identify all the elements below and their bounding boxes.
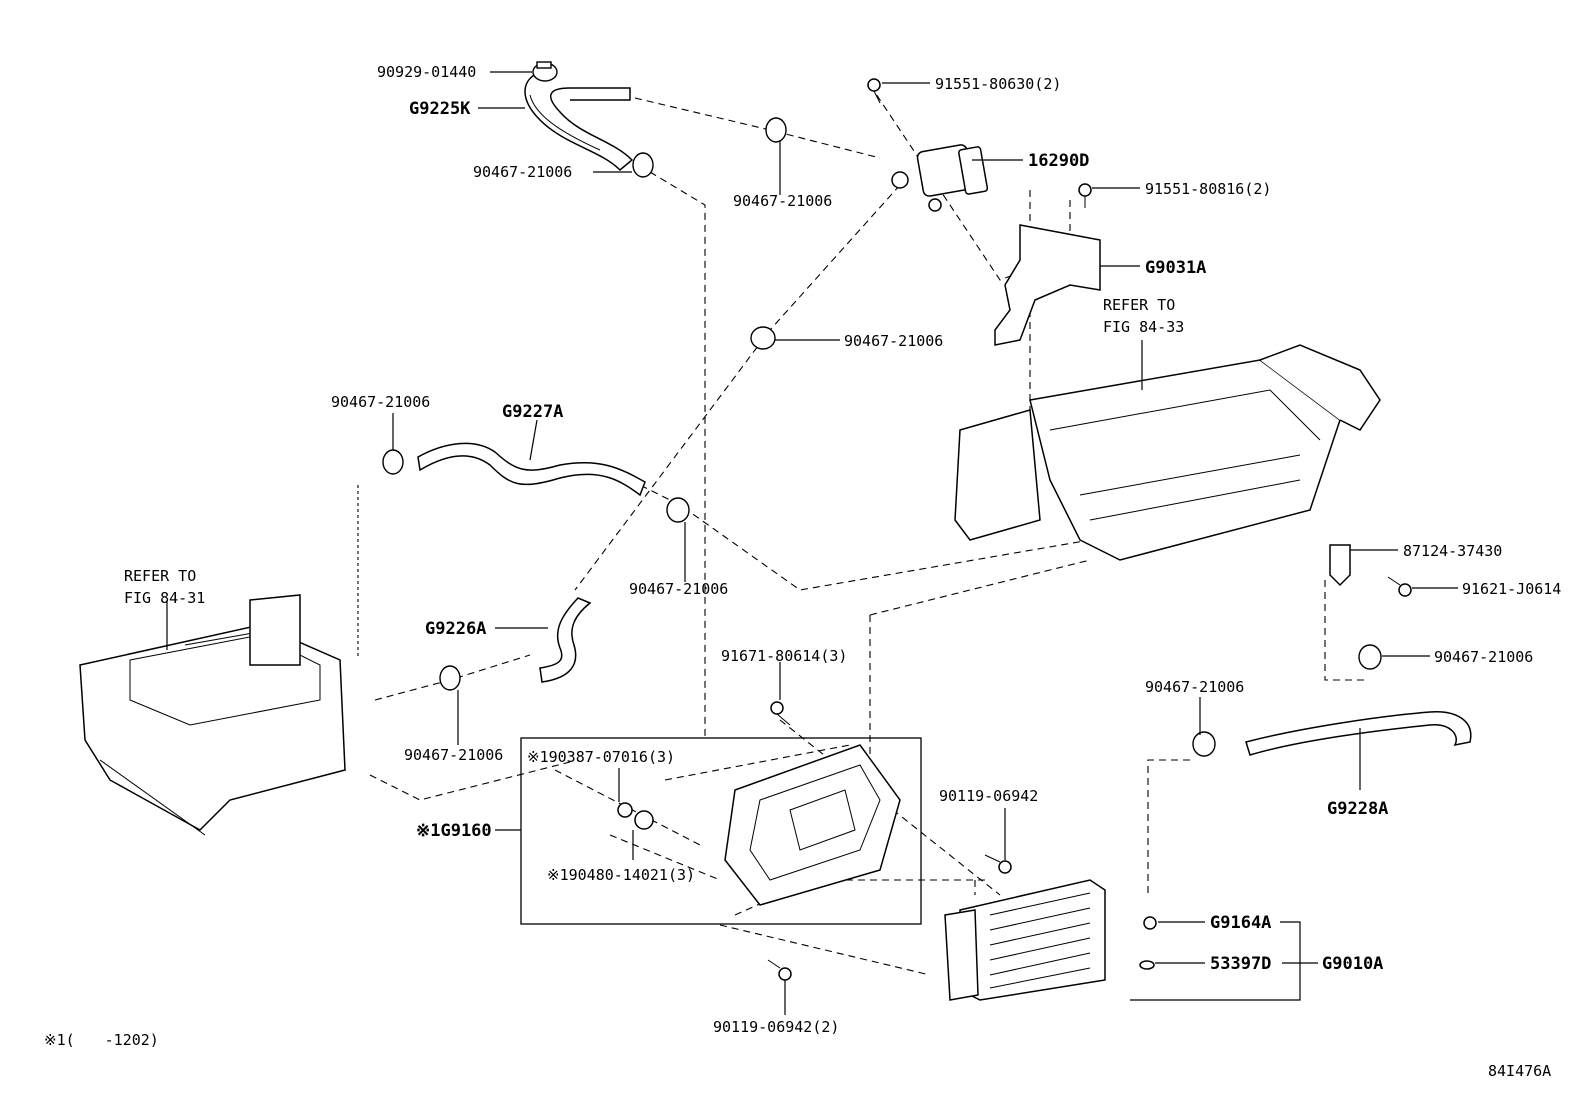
inverter-assembly-drawing	[954, 344, 1381, 561]
label-91621-j0614: 91621-J0614	[1462, 580, 1561, 598]
hose-g9227a-drawing	[417, 442, 646, 497]
label-90467-21006-a: 90467-21006	[473, 163, 572, 181]
ref-fig-84-31-line1: REFER TO	[124, 567, 196, 585]
label-91671-80614: 91671-80614(3)	[721, 647, 847, 665]
label-90467-21006-e: 90467-21006	[629, 580, 728, 598]
leader-lines	[166, 71, 1458, 1015]
label-190480-14021: ※190480-14021(3)	[547, 866, 695, 884]
ref-fig-84-33-line1: REFER TO	[1103, 296, 1175, 314]
label-91551-80816: 91551-80816(2)	[1145, 180, 1271, 198]
hose-g9226a-drawing	[539, 597, 592, 683]
part-labels: 90929-01440 G9225K 90467-21006 90467-210…	[331, 63, 1561, 1036]
label-90467-21006-c: 90467-21006	[844, 332, 943, 350]
label-90467-21006-d: 90467-21006	[331, 393, 430, 411]
pump-16290d-drawing	[891, 144, 989, 212]
ref-fig-84-33-line2: FIG 84-33	[1103, 318, 1184, 336]
label-g9225k: G9225K	[409, 99, 471, 119]
label-g9227a: G9227A	[502, 402, 563, 422]
label-53397d: 53397D	[1210, 954, 1271, 974]
bolt-drawings	[617, 78, 1412, 981]
label-91551-80630: 91551-80630(2)	[935, 75, 1061, 93]
label-g9164a: G9164A	[1210, 913, 1271, 933]
g9160-box-frame	[520, 737, 922, 925]
label-90467-21006-b: 90467-21006	[733, 192, 832, 210]
clamp-drawings	[382, 117, 1382, 757]
clip-87124-37430-drawing	[1329, 544, 1351, 587]
label-g9031a: G9031A	[1145, 258, 1206, 278]
hose-g9225k-drawing	[524, 71, 634, 172]
clamp-90929-01440-drawing	[532, 61, 558, 82]
label-90467-21006-g: 90467-21006	[1145, 678, 1244, 696]
label-g9228a: G9228A	[1327, 799, 1388, 819]
label-90119-06942-2: 90119-06942(2)	[713, 1018, 839, 1036]
cover-g9160-drawing	[724, 744, 901, 906]
label-90929-01440: 90929-01440	[377, 63, 476, 81]
label-g9010a: G9010A	[1322, 954, 1383, 974]
bracket-g9031a-drawing	[994, 224, 1101, 346]
figure-code: 84I476A	[1488, 1062, 1551, 1080]
label-190387-07016: ※190387-07016(3)	[527, 748, 675, 766]
cooler-g9010a-drawing	[944, 879, 1106, 1001]
label-g9160: ※1G9160	[416, 821, 492, 841]
label-87124-37430: 87124-37430	[1403, 542, 1502, 560]
label-90119-06942: 90119-06942	[939, 787, 1038, 805]
footnote: ※1( -1202)	[44, 1031, 159, 1049]
reference-labels: REFER TO FIG 84-33 REFER TO FIG 84-31	[124, 296, 1184, 607]
connection-lines	[357, 84, 1365, 976]
label-16290d: 16290D	[1028, 151, 1089, 171]
hose-g9228a-drawing	[1245, 711, 1472, 756]
ref-fig-84-31-line2: FIG 84-31	[124, 589, 205, 607]
battery-assembly-drawing	[79, 594, 346, 836]
label-90467-21006-h: 90467-21006	[404, 746, 503, 764]
label-90467-21006-f: 90467-21006	[1434, 648, 1533, 666]
label-g9226a: G9226A	[425, 619, 486, 639]
